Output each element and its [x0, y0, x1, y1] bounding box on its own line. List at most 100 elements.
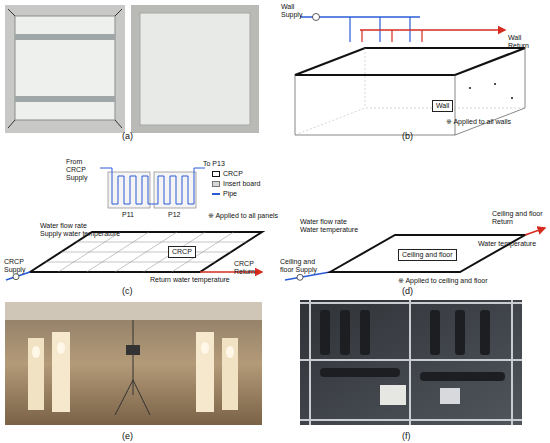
- legend-text: Pipe: [223, 190, 237, 198]
- plant-photo-part-part: [320, 368, 400, 377]
- wall-circuit-part: [494, 83, 496, 85]
- annotation: Ceiling and floor Return: [492, 210, 544, 226]
- plant-photo-part-part: [309, 300, 311, 425]
- annotation: Supply water temperature: [40, 230, 120, 238]
- plant-photo: [300, 300, 522, 425]
- crcp-circuit-part-part: [77, 242, 247, 243]
- crcp-circuit: [6, 168, 262, 280]
- plant-photo-part-part: [480, 310, 490, 355]
- legend-text: CRCP: [223, 170, 243, 178]
- legend-text: Insert board: [223, 180, 260, 188]
- panel-label: (d): [402, 286, 413, 296]
- chamber-photo-part: [115, 380, 133, 415]
- plant-photo-part-part: [511, 300, 513, 425]
- annotation: ※ Applied to ceiling and floor: [398, 277, 488, 285]
- plant-photo-part: [440, 388, 460, 404]
- chamber-photo-part: [5, 302, 262, 425]
- crcp-circuit-part: [6, 272, 30, 280]
- wall-circuit-part: [349, 17, 350, 42]
- label-box: Ceiling and floor: [398, 249, 457, 261]
- plant-photo-part: [380, 385, 406, 405]
- chamber-photo-part: [133, 380, 150, 415]
- chamber-photo-part: [5, 302, 262, 320]
- annotation: Wall Return: [508, 34, 540, 50]
- chamber-photo: [5, 302, 262, 425]
- label-box: CRCP: [168, 246, 196, 258]
- legend-row: Insert board: [212, 180, 260, 188]
- box-text: Ceiling and floor: [402, 251, 453, 259]
- plant-photo-part-part: [340, 310, 350, 355]
- annotation: Return water temperature: [150, 276, 230, 284]
- ceiling-floor-circuit-part: [285, 272, 330, 280]
- plant-photo-part-part: [430, 310, 440, 355]
- wall-circuit-part: [295, 108, 525, 135]
- crcp-circuit-part: [154, 172, 196, 208]
- chamber-photo-part: [201, 342, 209, 354]
- wall-circuit-part: [391, 30, 392, 42]
- wall-circuit: [295, 14, 525, 136]
- crcp-circuit-part-part: [46, 262, 216, 263]
- panel-label: (b): [402, 131, 413, 141]
- wall-circuit-part: [295, 48, 525, 75]
- wall-circuit-part: [295, 108, 525, 135]
- plant-photo-part: [300, 300, 522, 425]
- plant-photo-part-part: [455, 310, 465, 355]
- legend-row: Pipe: [212, 190, 237, 198]
- annotation: P12: [168, 211, 180, 219]
- wall-circuit-part: [360, 29, 505, 31]
- crcp-circuit-part: [13, 274, 19, 280]
- wall-circuit-part: [361, 30, 362, 42]
- chamber-photo-part: [196, 332, 214, 412]
- wall-circuit-part: [295, 75, 296, 135]
- panel-label: (c): [122, 286, 133, 296]
- legend-swatch: [212, 181, 220, 187]
- annotation: CRCP Return: [234, 260, 264, 276]
- chamber-photo-part: [52, 332, 70, 412]
- crcp-circuit-part: [30, 232, 262, 272]
- chamber-photo-part: [222, 338, 238, 410]
- ceiling-floor-circuit-part: [297, 274, 303, 280]
- wall-circuit-part: [469, 87, 471, 89]
- chamber-photo-part: [226, 346, 234, 358]
- crcp-circuit-part-part: [61, 252, 231, 253]
- panel-photo-part: [15, 16, 115, 120]
- ceiling-floor-circuit-part: [525, 228, 545, 235]
- box-text: CRCP: [172, 248, 192, 256]
- crcp-circuit-part: [108, 172, 150, 208]
- panel-photo-part: [131, 5, 259, 133]
- chamber-photo-part: [32, 346, 40, 358]
- annotation: Ceiling and floor Supply: [280, 258, 328, 274]
- label-box: Wall: [432, 100, 453, 112]
- annotation: To P13: [203, 160, 225, 168]
- wall-circuit-part: [365, 48, 366, 108]
- panel-photo-part: [115, 120, 122, 128]
- annotation: Water flow rate: [300, 218, 347, 226]
- wall-circuit-part: [511, 97, 513, 99]
- crcp-circuit-part: [100, 168, 205, 204]
- panel-photo-part: [15, 34, 115, 40]
- annotation: ※ Applied to all panels: [208, 212, 278, 220]
- annotation: ※ Applied to all walls: [446, 118, 511, 126]
- panel-photo-part: [115, 9, 122, 16]
- legend-row: CRCP: [212, 170, 243, 178]
- ceiling-floor-circuit: [285, 228, 545, 280]
- box-text: Wall: [436, 102, 449, 110]
- annotation: From CRCP Supply: [66, 158, 102, 182]
- wall-circuit-part: [421, 30, 422, 42]
- annotation: Water temperature: [478, 240, 536, 248]
- plant-photo-part: [300, 300, 522, 425]
- panel-photo-part: [5, 5, 125, 133]
- wall-circuit-part: [455, 75, 456, 135]
- wall-circuit-part: [313, 14, 320, 21]
- panel-label: (a): [122, 131, 133, 141]
- chamber-photo-part: [28, 338, 44, 410]
- chamber-photo-part: [57, 342, 65, 354]
- annotation: Water temperature: [300, 226, 358, 234]
- annotation: CRCP Supply: [4, 258, 36, 274]
- annotation: Water flow rate: [40, 222, 87, 230]
- panel-photo-part: [15, 96, 115, 102]
- plant-photo-part: [320, 310, 505, 381]
- panel-photo: [5, 5, 259, 133]
